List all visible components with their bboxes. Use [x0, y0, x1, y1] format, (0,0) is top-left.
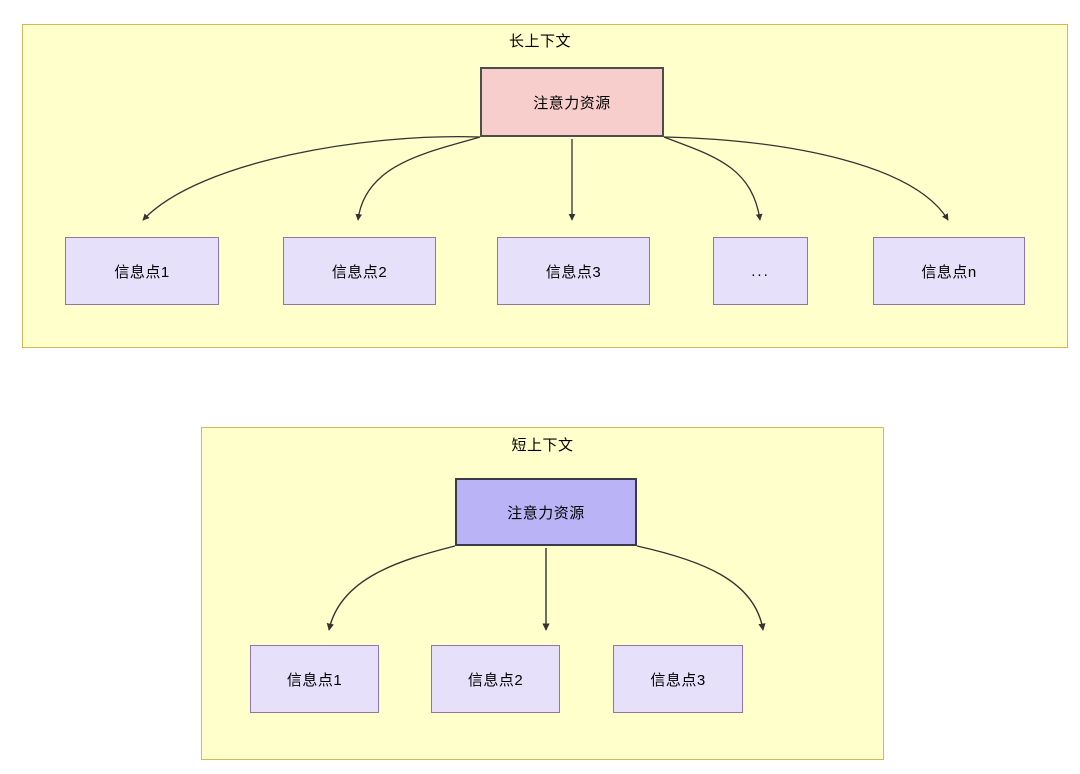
- node-info-point-1-long[interactable]: 信息点1: [65, 237, 219, 305]
- node-attention-resource-short[interactable]: 注意力资源: [455, 478, 637, 546]
- node-info-point-1-short[interactable]: 信息点1: [250, 645, 379, 713]
- node-info-point-2-long[interactable]: 信息点2: [283, 237, 436, 305]
- node-attention-resource-long[interactable]: 注意力资源: [480, 67, 664, 137]
- group-long-context-title: 长上下文: [508, 33, 571, 50]
- node-info-point-2-short[interactable]: 信息点2: [431, 645, 560, 713]
- node-info-point-3-long[interactable]: 信息点3: [497, 237, 650, 305]
- node-info-point-ellipsis-long[interactable]: ...: [713, 237, 808, 305]
- node-info-point-n-long[interactable]: 信息点n: [873, 237, 1025, 305]
- group-short-context-title: 短上下文: [511, 437, 574, 454]
- node-info-point-3-short[interactable]: 信息点3: [613, 645, 743, 713]
